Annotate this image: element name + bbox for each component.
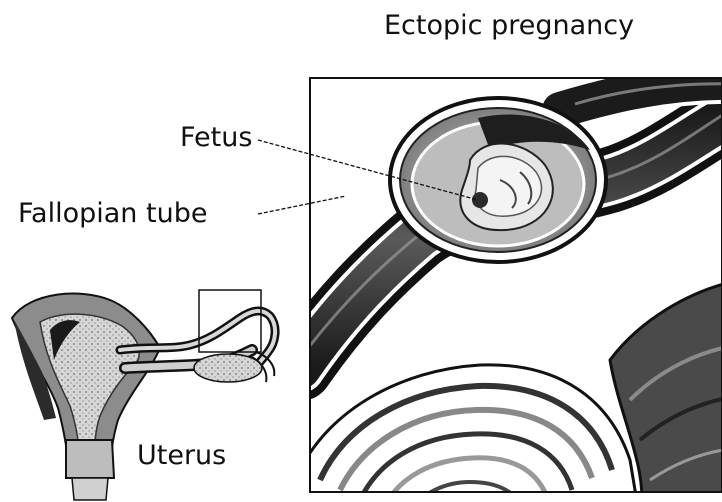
uterus-overview	[12, 290, 275, 500]
zoom-inset	[300, 78, 722, 502]
